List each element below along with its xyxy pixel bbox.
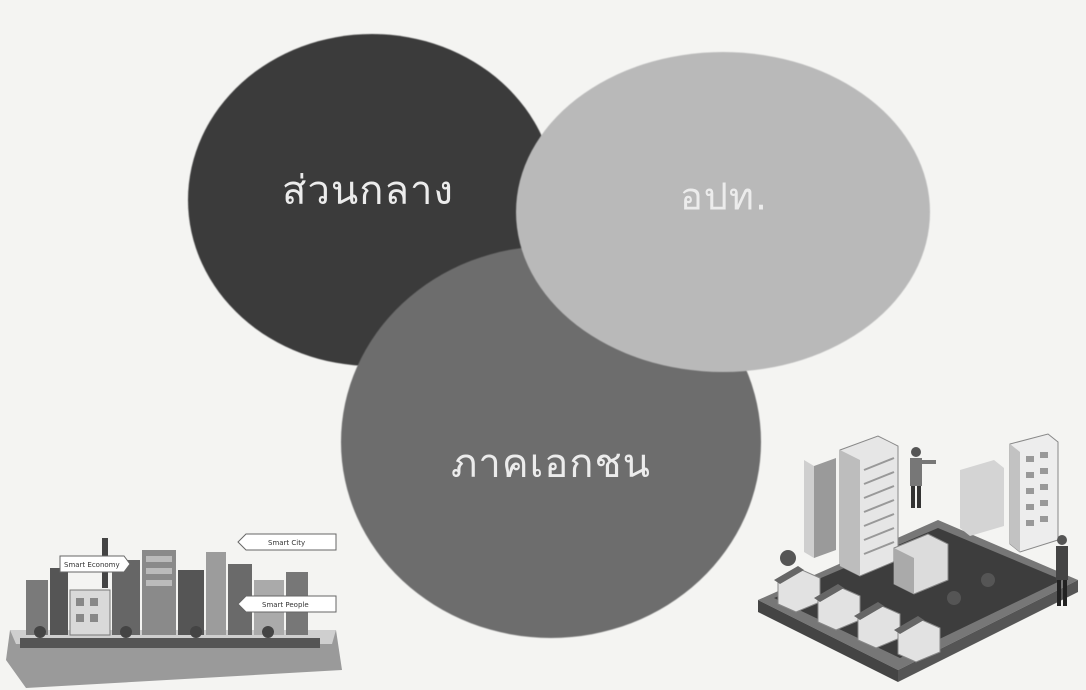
tag-label: Smart People	[262, 601, 309, 609]
tag-smart-people: Smart People	[237, 595, 337, 613]
houses	[774, 566, 941, 663]
person-figure	[1056, 535, 1068, 606]
circle-label-central: ส่วนกลาง	[282, 168, 454, 214]
tag-label: Smart City	[268, 539, 305, 547]
smart-city-illustration: Smart Economy Smart City Smart People	[6, 533, 342, 688]
circle-local	[516, 52, 930, 372]
isometric-city-tablet-illustration	[758, 433, 1078, 682]
circle-label-local: อปท.	[679, 174, 769, 219]
tag-smart-economy: Smart Economy	[59, 555, 131, 573]
person-figure	[910, 447, 936, 508]
tag-label: Smart Economy	[64, 561, 120, 569]
circle-label-private: ภาคเอกชน	[451, 441, 651, 487]
tag-smart-city: Smart City	[237, 533, 337, 551]
